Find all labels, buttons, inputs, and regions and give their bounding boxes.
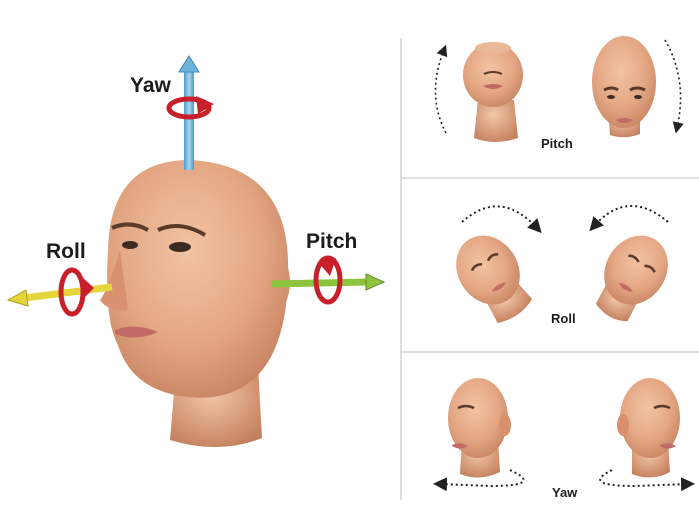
yaw-label: Yaw [130, 74, 171, 97]
head-pitch-down [592, 36, 656, 138]
yaw-panel-label: Yaw [552, 485, 578, 500]
roll-left-motion-arrow [461, 205, 542, 234]
pitch-rotation-arrow [313, 255, 343, 305]
roll-label: Roll [46, 240, 86, 263]
yaw-axis [178, 55, 200, 170]
pitch-label: Pitch [306, 230, 358, 253]
pitch-axis [271, 273, 386, 291]
head-roll-left [456, 235, 533, 324]
head-roll-right [595, 235, 668, 322]
head-pitch-up [463, 42, 523, 142]
yaw-panel [433, 378, 695, 492]
roll-panel-label: Roll [551, 311, 576, 326]
pitch-up-motion-arrow [434, 44, 448, 134]
head-yaw-right [617, 378, 680, 478]
yaw-right-motion-arrow [599, 469, 695, 492]
pitch-down-motion-arrow [664, 39, 684, 134]
pitch-panel-label: Pitch [541, 136, 573, 151]
head-yaw-left [448, 378, 511, 478]
yaw-left-motion-arrow [433, 469, 525, 492]
roll-axis [6, 283, 113, 307]
pitch-panel [434, 36, 684, 142]
main-head [100, 160, 290, 448]
yaw-rotation-arrow [166, 96, 214, 120]
roll-panel [456, 205, 669, 324]
roll-right-motion-arrow [589, 205, 669, 232]
roll-rotation-arrow [58, 267, 94, 317]
